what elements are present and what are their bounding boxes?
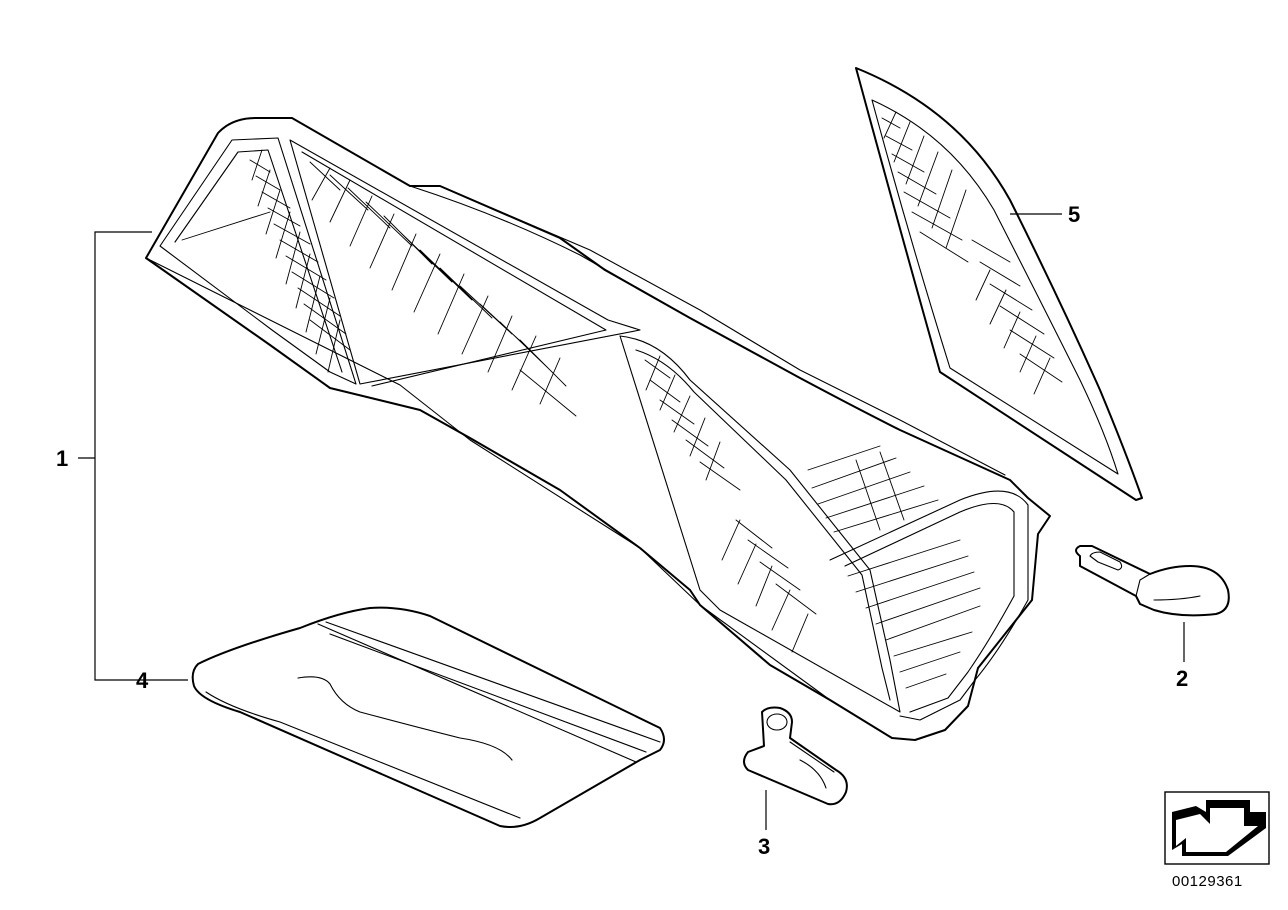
mesh-middle [309, 161, 577, 417]
reference-number: 00129361 [1172, 873, 1243, 890]
leader-lines [78, 213, 1185, 830]
callout-4: 4 [136, 668, 149, 693]
callout-5: 5 [1068, 202, 1080, 227]
arrow-orientation-icon [1164, 791, 1270, 865]
storage-bag[interactable] [191, 606, 665, 828]
mesh-panel-5 [881, 111, 1063, 395]
mesh-end [807, 445, 981, 689]
callout-3: 3 [758, 834, 770, 859]
callout-1: 1 [56, 446, 68, 471]
side-window-panel[interactable] [855, 67, 1143, 501]
mesh-left [181, 149, 351, 373]
callout-2: 2 [1176, 666, 1188, 691]
wind-deflector-assembly[interactable] [145, 117, 1051, 741]
hinge-pin[interactable] [743, 706, 848, 806]
holder-clip[interactable] [1075, 545, 1230, 617]
mesh-right [644, 355, 817, 653]
